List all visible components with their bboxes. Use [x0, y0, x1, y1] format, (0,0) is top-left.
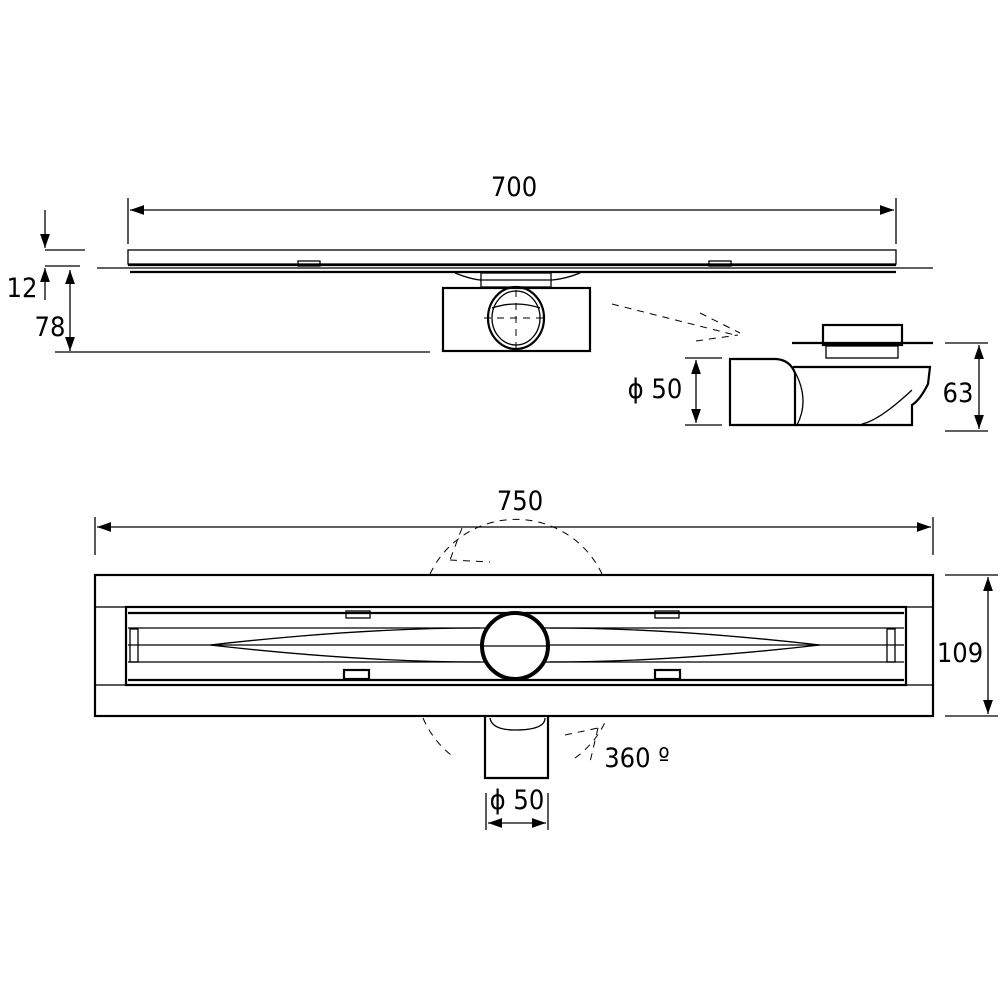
dimension-label-78: 78	[35, 312, 66, 343]
dimension-label-700: 700	[491, 172, 537, 203]
dimension-label-750: 750	[497, 486, 543, 517]
dimension-label-phi50-top: ϕ 50	[490, 785, 545, 816]
side-view: 700 12 7	[7, 172, 933, 355]
outlet-pipe	[483, 716, 550, 780]
dimension-label-12: 12	[7, 273, 38, 304]
rotation-indicator: 360 º	[422, 518, 670, 774]
dimension-label-63: 63	[943, 378, 974, 409]
outlet-body	[441, 272, 592, 355]
dimension-63: 63	[943, 342, 988, 432]
dimension-12: 12	[7, 210, 85, 304]
dimension-78: 78	[35, 270, 430, 353]
rotation-label: 360 º	[604, 743, 670, 774]
drain-outlet-circle	[480, 611, 550, 681]
dimension-phi50-top: ϕ 50	[485, 785, 549, 830]
dimension-label-109: 109	[937, 638, 983, 669]
view-direction-lines	[611, 303, 741, 342]
trap-detail: ϕ 50 63	[611, 303, 988, 432]
dimension-label-phi50-side: ϕ 50	[628, 374, 683, 405]
dimension-700: 700	[127, 172, 897, 244]
dimension-750: 750	[94, 486, 934, 555]
grate-profile	[97, 249, 933, 281]
top-view: 750 360 º	[93, 486, 998, 830]
dimension-phi50-side: ϕ 50	[628, 357, 722, 426]
trap-body	[728, 323, 933, 427]
dimension-109: 109	[937, 574, 998, 717]
